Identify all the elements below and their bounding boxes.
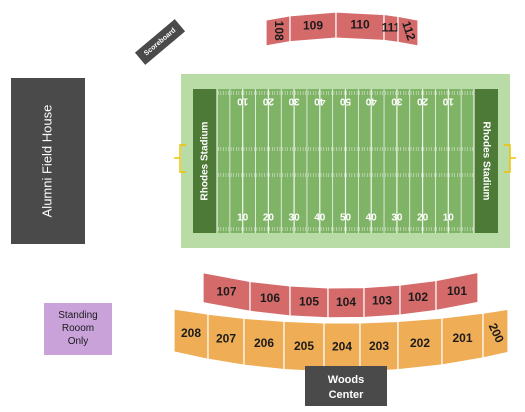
- endzone-left: [193, 89, 217, 233]
- yard-label-bottom: 20: [417, 213, 429, 224]
- standing-room-only[interactable]: Standing Rooom Only: [44, 303, 112, 355]
- section-101[interactable]: 101: [435, 271, 479, 312]
- yard-label-top: 40: [314, 95, 326, 106]
- section-label: 109: [303, 18, 323, 32]
- section-105[interactable]: 105: [289, 285, 329, 319]
- section-label: 207: [216, 332, 236, 346]
- hash-marks: [218, 91, 473, 231]
- section-label: 110: [350, 18, 370, 32]
- field-house-building: [11, 78, 85, 244]
- section-106[interactable]: 106: [249, 280, 291, 317]
- goalpost-right: [504, 144, 516, 173]
- section-shape[interactable]: [482, 308, 509, 359]
- woods-center-building: [305, 366, 387, 406]
- south-lower-sections: 208 207 206 205 204 203 202 201 200: [173, 308, 509, 373]
- section-110[interactable]: 110: [335, 11, 385, 42]
- section-203[interactable]: 203: [359, 320, 399, 373]
- yard-label-top: 40: [365, 95, 377, 106]
- section-112[interactable]: 112: [397, 15, 419, 47]
- section-label: 202: [410, 336, 430, 350]
- section-label: 111: [382, 20, 401, 34]
- section-109[interactable]: 109: [289, 11, 337, 43]
- yard-labels-top: 10 20 30 40 50 40 30 20 10: [237, 95, 454, 106]
- section-shape[interactable]: [435, 271, 479, 312]
- yard-label-top: 10: [237, 95, 249, 106]
- section-207[interactable]: 207: [207, 313, 245, 366]
- standing-room-area[interactable]: [44, 303, 112, 355]
- section-102[interactable]: 102: [399, 279, 437, 316]
- section-label: 112: [399, 19, 418, 42]
- woods-center-line1: Woods: [328, 374, 364, 386]
- section-111[interactable]: 111: [382, 13, 401, 44]
- section-103[interactable]: 103: [363, 284, 401, 319]
- yard-label-bottom: 40: [314, 213, 326, 224]
- section-107[interactable]: 107: [202, 271, 251, 313]
- woods-center-line2: Center: [329, 389, 365, 401]
- yard-label-top: 50: [340, 95, 352, 106]
- section-label: 102: [408, 290, 428, 304]
- scoreboard-box: [134, 19, 186, 65]
- standing-room-line2: Rooom: [62, 323, 94, 334]
- section-201[interactable]: 201: [441, 312, 484, 366]
- section-label: 204: [332, 340, 352, 354]
- section-label: 106: [260, 291, 280, 305]
- section-108[interactable]: 108: [265, 15, 291, 47]
- yard-label-bottom: 30: [289, 213, 301, 224]
- yard-label-top: 20: [262, 95, 274, 106]
- section-label: 208: [181, 326, 201, 340]
- section-label: 101: [447, 284, 467, 298]
- section-202[interactable]: 202: [397, 317, 443, 371]
- yard-label-bottom: 40: [366, 213, 378, 224]
- yard-label-bottom: 30: [391, 213, 403, 224]
- section-208[interactable]: 208: [173, 308, 209, 361]
- section-205[interactable]: 205: [283, 320, 325, 373]
- section-204[interactable]: 204: [323, 322, 361, 373]
- standing-room-line1: Standing: [58, 310, 97, 321]
- yard-label-top: 10: [442, 95, 454, 106]
- section-206[interactable]: 206: [243, 317, 285, 371]
- section-label: 104: [336, 295, 356, 309]
- section-label: 108: [272, 21, 286, 41]
- yard-label-top: 30: [288, 95, 300, 106]
- section-label: 201: [452, 331, 472, 345]
- endzone-left-label: Rhodes Stadium: [200, 121, 211, 200]
- section-shape[interactable]: [397, 15, 419, 47]
- section-label: 103: [372, 294, 392, 308]
- yard-lines: [216, 89, 475, 233]
- endzone-right-label: Rhodes Stadium: [480, 122, 491, 201]
- yard-label-bottom: 50: [340, 213, 352, 224]
- yard-labels-bottom: 10 20 30 40 50 40 30 20 10: [237, 213, 454, 224]
- section-label: 205: [294, 339, 314, 353]
- woods-center: Woods Center: [305, 366, 387, 406]
- goalpost-left: [174, 144, 186, 173]
- yard-label-top: 20: [417, 95, 429, 106]
- yard-label-top: 30: [391, 95, 403, 106]
- section-label: 206: [254, 336, 274, 350]
- yard-label-bottom: 10: [237, 213, 249, 224]
- endzone-right: [474, 89, 498, 233]
- yard-label-bottom: 10: [443, 213, 455, 224]
- section-label: 203: [369, 339, 389, 353]
- south-upper-sections: 107 106 105 104 103 102 101: [202, 271, 479, 319]
- section-104[interactable]: 104: [327, 286, 365, 319]
- field-house-label: Alumni Field House: [39, 105, 54, 218]
- section-label: 107: [216, 285, 236, 299]
- yard-label-bottom: 20: [263, 213, 275, 224]
- football-field: Rhodes Stadium Rhodes Stadium 10 20 30 40 50…: [174, 74, 516, 248]
- alumni-field-house: Alumni Field House: [11, 78, 85, 244]
- standing-room-line3: Only: [68, 336, 89, 347]
- scoreboard: Scoreboard: [134, 19, 186, 65]
- section-label: 105: [299, 294, 319, 308]
- section-200[interactable]: 200: [482, 308, 509, 359]
